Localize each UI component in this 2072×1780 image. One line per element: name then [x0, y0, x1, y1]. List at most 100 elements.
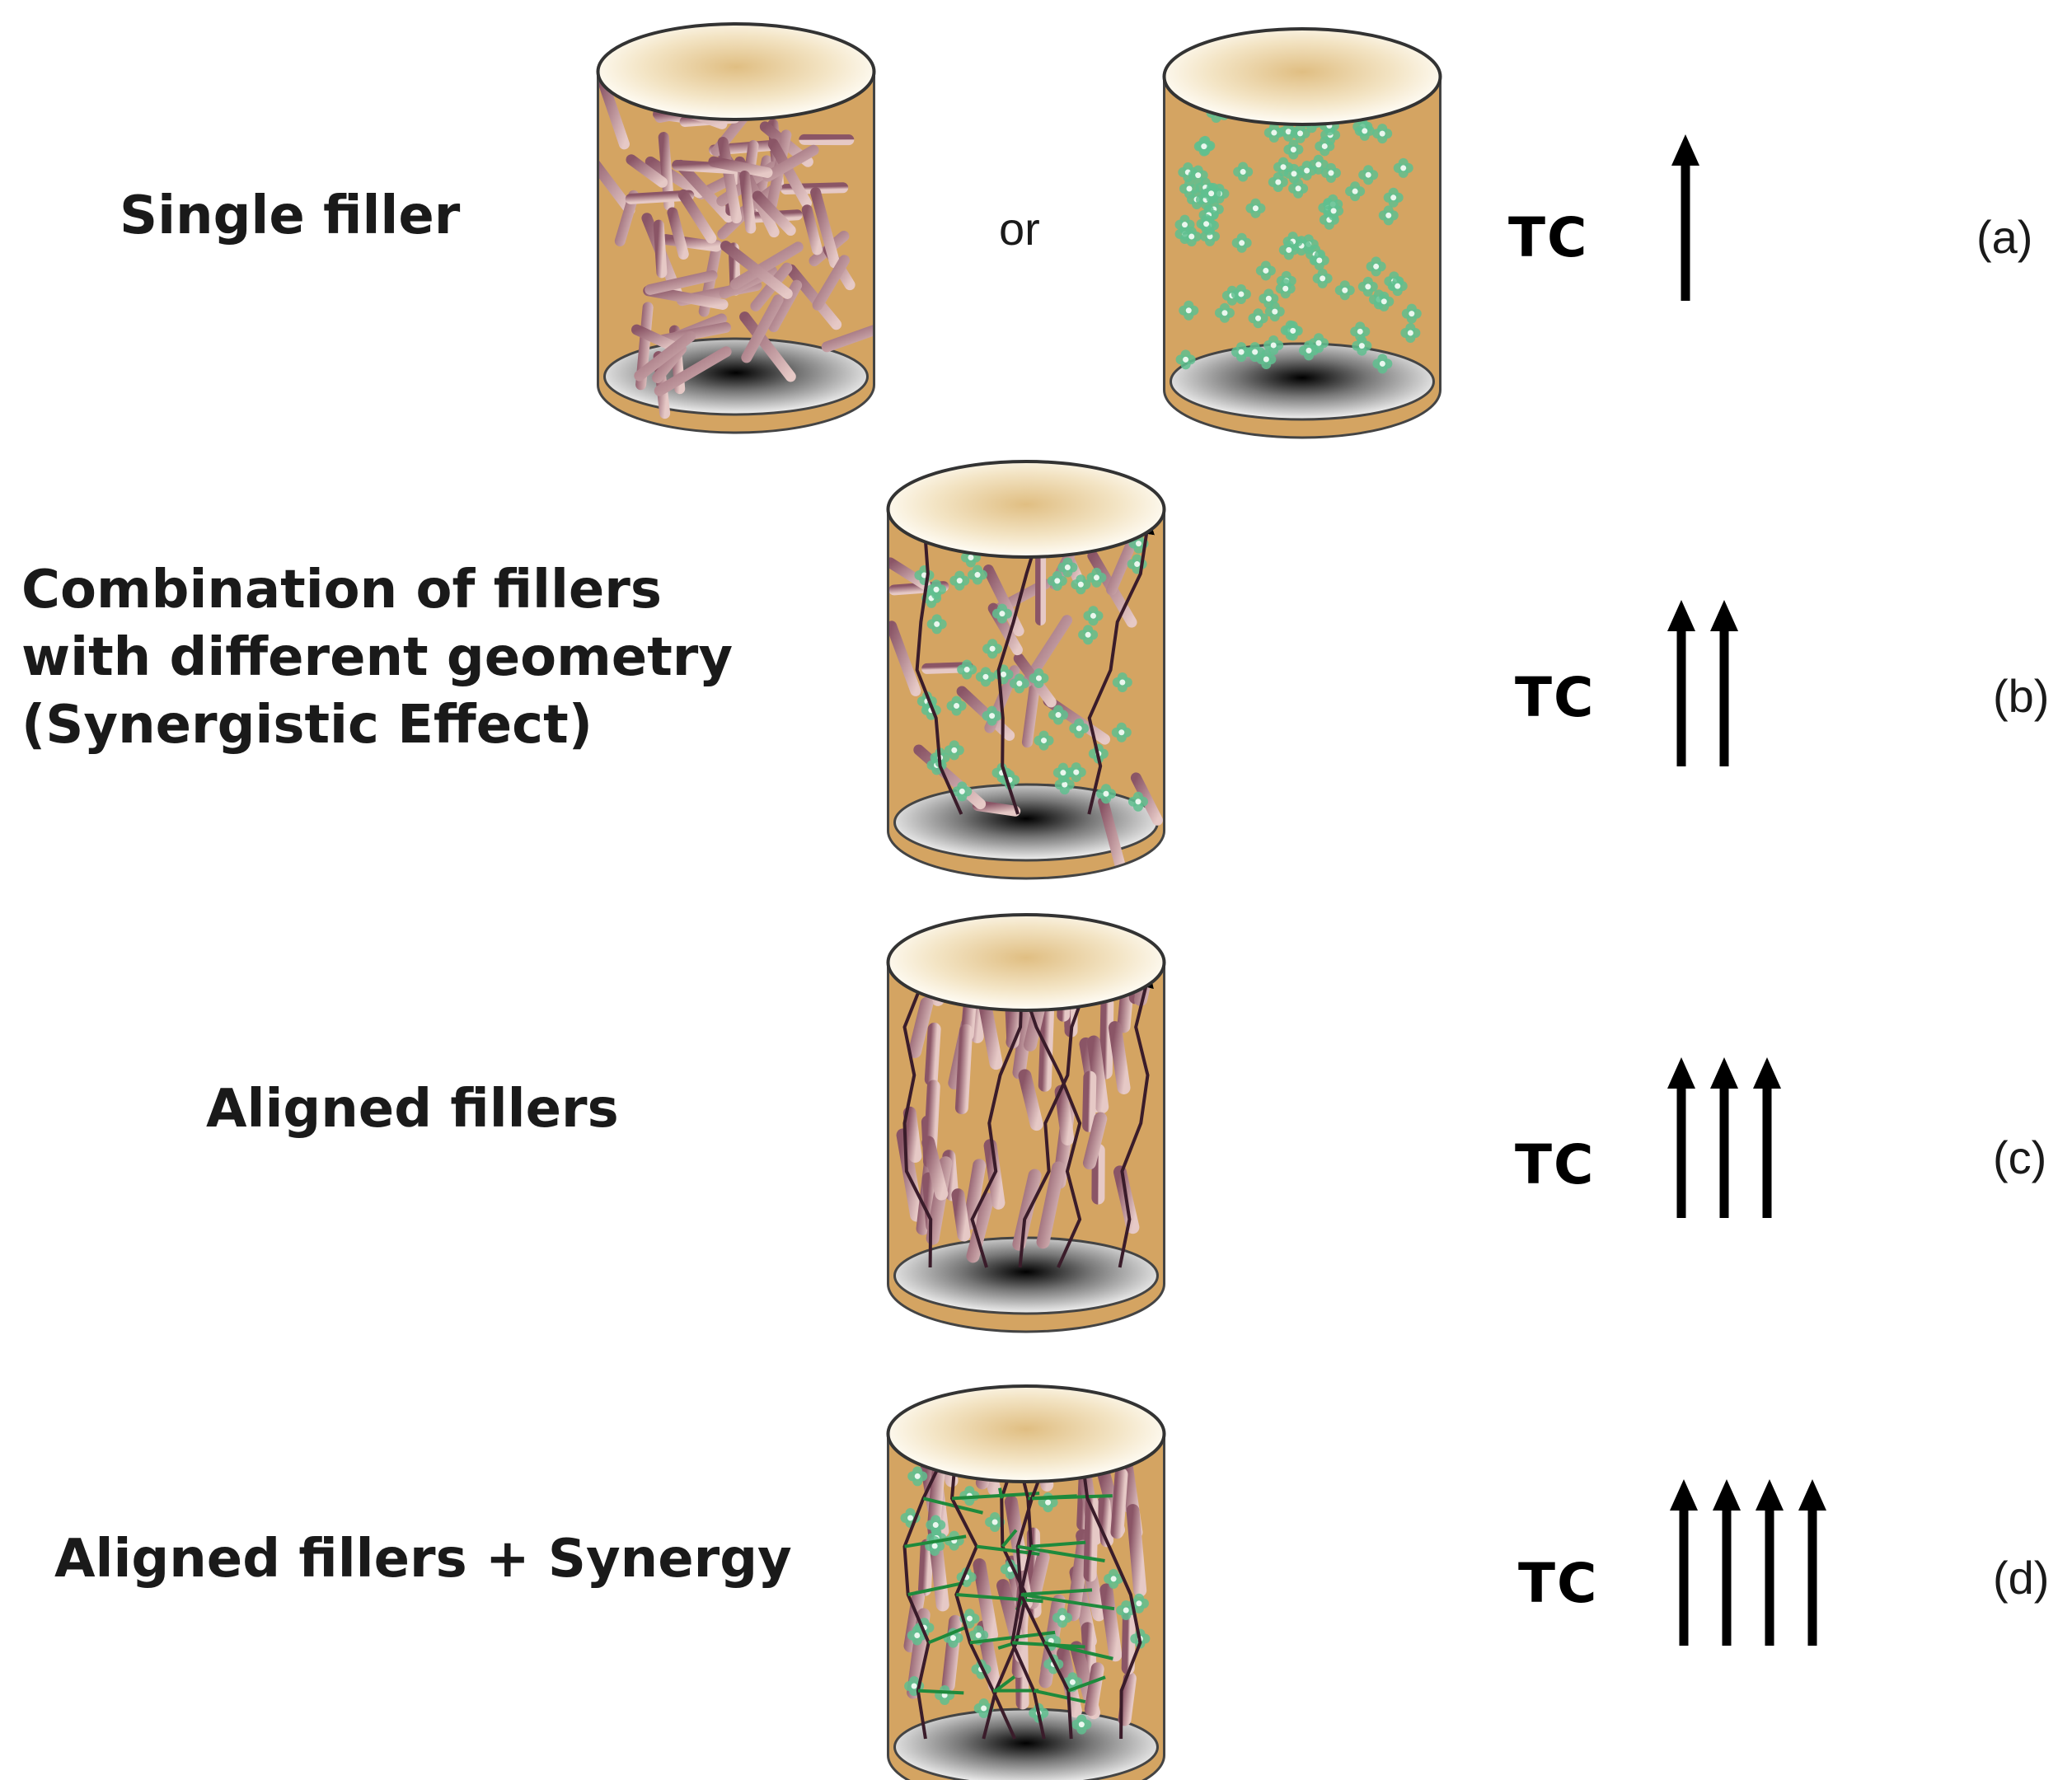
particle-center — [1059, 1614, 1066, 1621]
particle-filler — [957, 659, 977, 680]
particle-dot — [1317, 278, 1328, 288]
particle-center — [1185, 307, 1192, 314]
particle-center — [1252, 205, 1259, 212]
particle-filler — [1315, 136, 1335, 157]
rod-filler — [921, 1136, 949, 1201]
particle-filler — [1263, 335, 1284, 355]
particle-dot — [1379, 301, 1390, 312]
rod-filler — [1082, 1112, 1108, 1170]
rod-filler — [1099, 996, 1114, 1080]
synergy-link — [922, 1497, 983, 1515]
synergy-link — [1043, 1641, 1113, 1661]
particle-dot — [1350, 181, 1361, 192]
cylinder-combined-fillers — [886, 460, 1166, 880]
particle-filler — [959, 1609, 980, 1629]
particle-dot — [962, 669, 973, 680]
particle-center — [1286, 246, 1292, 253]
particle-dot — [931, 614, 942, 625]
tc-arrow-head — [1710, 1057, 1738, 1089]
particle-filler — [1214, 302, 1235, 323]
rod-filler — [729, 241, 804, 290]
particle-dot — [1038, 740, 1049, 751]
particle-center — [1409, 311, 1415, 317]
particle-center — [950, 1635, 957, 1642]
particle-filler — [904, 1675, 925, 1696]
particle-dot — [1121, 1600, 1132, 1610]
synergy-link — [1020, 1588, 1093, 1596]
particle-filler — [1069, 718, 1090, 738]
particle-dot — [1206, 193, 1216, 204]
particle-center — [1290, 327, 1296, 334]
tc-arrow-head — [1667, 1057, 1695, 1089]
particle-dot — [1088, 616, 1099, 626]
particle-filler — [1009, 673, 1029, 694]
rod-filler — [645, 156, 705, 199]
particle-dot — [951, 696, 962, 706]
synergy-link — [1031, 1494, 1113, 1501]
rod-filler — [1121, 1606, 1137, 1675]
particle-dot — [1071, 772, 1081, 783]
cylinder-base — [893, 1707, 1159, 1780]
particle-dot — [1363, 165, 1374, 176]
tc-label-b: TC — [1515, 666, 1596, 729]
particle-dot — [949, 740, 959, 751]
particle-filler — [1083, 606, 1104, 626]
particle-dot — [1038, 730, 1049, 741]
particle-dot — [964, 1486, 975, 1497]
particle-filler — [1034, 730, 1054, 751]
particle-center — [931, 1543, 938, 1549]
particle-center — [1076, 725, 1082, 732]
particle-dot — [1314, 260, 1324, 270]
particle-dot — [1325, 162, 1336, 173]
label-combination: Combination of fillers with different ge… — [21, 557, 733, 760]
particle-filler — [1358, 165, 1379, 185]
particle-filler — [1071, 574, 1091, 595]
particle-center — [914, 1473, 921, 1479]
particle-dot — [1100, 794, 1111, 804]
particle-center — [932, 1521, 939, 1528]
synergy-link — [1030, 1540, 1086, 1548]
rod-filler — [966, 1192, 995, 1263]
particle-dot — [905, 1508, 916, 1519]
cylinder-bottom-rim — [887, 830, 1165, 880]
particle-filler — [1231, 232, 1252, 253]
particle-dot — [931, 624, 942, 635]
particle-center — [1118, 729, 1125, 736]
particle-dot — [1100, 784, 1111, 794]
filler-group — [888, 518, 1163, 877]
particle-dot — [1377, 124, 1388, 134]
particle-dot — [1249, 342, 1260, 353]
particle-dot — [1052, 570, 1062, 581]
particle-center — [1221, 310, 1228, 316]
particle-filler — [944, 740, 964, 761]
rod-filler — [675, 159, 734, 223]
particle-center — [1041, 738, 1048, 744]
particle-dot — [1320, 136, 1330, 147]
particle-filler — [1278, 240, 1299, 260]
particle-dot — [1324, 219, 1334, 230]
label-line: (Synergistic Effect) — [21, 694, 593, 756]
particle-filler — [1245, 198, 1266, 218]
particle-dot — [1235, 293, 1246, 304]
particle-dot — [951, 705, 962, 716]
particle-center — [966, 1615, 973, 1622]
particle-filler — [1334, 280, 1355, 301]
particle-center — [1280, 164, 1287, 171]
filler-group — [598, 72, 874, 419]
particle-center — [1060, 770, 1066, 776]
synergy-link — [1067, 1675, 1106, 1693]
particle-center — [1315, 340, 1322, 346]
particle-filler — [1312, 268, 1333, 288]
particle-dot — [1206, 183, 1216, 194]
particle-dot — [1235, 283, 1246, 294]
particle-center — [1062, 781, 1068, 788]
rod-filler — [1082, 1070, 1097, 1132]
particle-dot — [1296, 246, 1307, 256]
rod-filler — [810, 187, 841, 269]
particle-dot — [1117, 672, 1127, 682]
particle-filler — [1095, 784, 1116, 804]
particle-filler — [1268, 171, 1288, 192]
particle-center — [1035, 675, 1042, 682]
synergy-link — [956, 1593, 1043, 1604]
particle-filler — [926, 579, 947, 600]
